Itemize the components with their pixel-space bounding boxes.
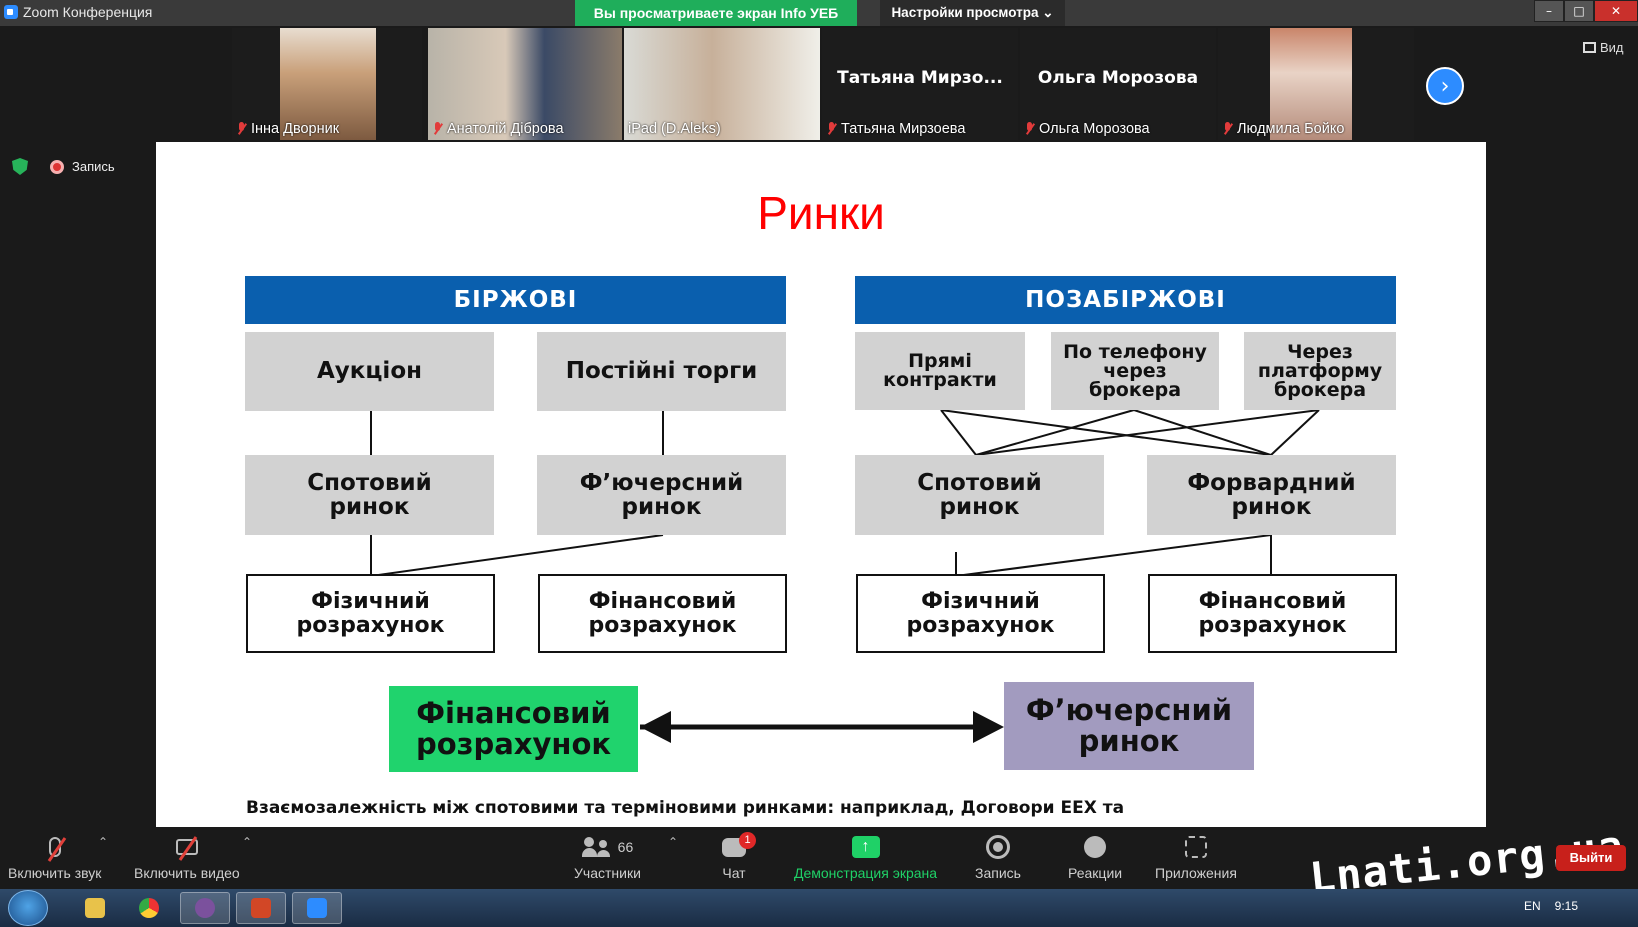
slide-caption: Взаємозалежність між спотовими та термін…	[246, 798, 1125, 818]
box-spot-market-otc: Спотовий ринок	[855, 455, 1104, 535]
participant-name: Інна Дворник	[236, 121, 339, 137]
mic-muted-icon	[826, 122, 837, 136]
link-futures-market: Ф’ючерсний ринок	[1004, 682, 1254, 770]
next-page-arrow-icon[interactable]: ›	[1426, 67, 1464, 105]
os-taskbar: EN 9:15	[0, 889, 1638, 927]
viber-icon	[195, 898, 215, 918]
box-continuous-trading: Постійні торги	[537, 332, 786, 411]
participant-video	[428, 28, 622, 140]
box-broker-platform: Через платформу брокера	[1244, 332, 1396, 410]
reaction-emoji-icon	[1084, 836, 1107, 858]
participants-count: 66	[617, 839, 634, 855]
participant-tile[interactable]: Людмила Бойко	[1218, 28, 1414, 140]
minimize-button[interactable]: –	[1534, 0, 1564, 22]
participant-name: Ольга Морозова	[1024, 121, 1150, 137]
box-physical-settlement-otc: Фізичний розрахунок	[856, 574, 1105, 653]
share-screen-button[interactable]: ↑ Демонстрация экрана	[794, 836, 938, 881]
close-button[interactable]: ✕	[1594, 0, 1638, 22]
participant-name: Людмила Бойко	[1222, 121, 1344, 137]
recording-label: Запись	[72, 159, 115, 174]
chat-icon: 1	[722, 831, 756, 857]
participant-name: iPad (D.Aleks)	[628, 121, 721, 137]
meeting-status: Запись	[12, 158, 115, 175]
video-options-chevron-icon[interactable]: ⌃	[242, 835, 253, 849]
participants-button[interactable]: 66 Участники	[574, 837, 641, 881]
meeting-toolbar: Включить звук ⌃ Включить видео ⌃ 66 Учас…	[0, 821, 1638, 903]
box-phone-broker: По телефону через брокера	[1051, 332, 1219, 410]
otc-header: ПОЗАБІРЖОВІ	[855, 276, 1396, 324]
camera-off-icon	[175, 836, 198, 861]
apps-icon	[1184, 836, 1207, 858]
participants-icon	[581, 837, 612, 857]
participant-video	[624, 28, 820, 140]
clock[interactable]: 9:15	[1554, 899, 1578, 913]
window-controls: – □ ✕	[1534, 0, 1638, 22]
exchange-header: БІРЖОВІ	[245, 276, 786, 324]
record-button[interactable]: Запись	[975, 831, 1021, 881]
participant-name: Татьяна Мирзоева	[826, 121, 965, 137]
box-spot-market: Спотовий ринок	[245, 455, 494, 535]
participant-tile[interactable]: Ольга Морозова Ольга Морозова	[1020, 28, 1216, 140]
zoom-logo-icon	[4, 5, 18, 19]
gallery-view-icon	[1583, 42, 1596, 53]
folder-icon	[85, 898, 105, 918]
reactions-button[interactable]: Реакции	[1068, 831, 1122, 881]
mic-muted-icon	[432, 122, 443, 136]
participant-video	[1270, 28, 1352, 140]
apps-button[interactable]: Приложения	[1155, 831, 1237, 881]
participant-tile-active-speaker[interactable]: iPad (D.Aleks)	[624, 28, 820, 140]
diagram-connectors	[370, 392, 1320, 743]
zoom-icon	[307, 898, 327, 918]
mic-muted-icon	[1222, 122, 1233, 136]
title-bar: Zoom Конференция Вы просматриваете экран…	[0, 0, 1638, 26]
view-button[interactable]: Вид	[1583, 40, 1624, 55]
participants-options-chevron-icon[interactable]: ⌃	[668, 835, 679, 849]
audio-options-chevron-icon[interactable]: ⌃	[98, 835, 109, 849]
app-title-text: Zoom Конференция	[23, 4, 153, 20]
taskbar-zoom[interactable]	[292, 892, 342, 924]
system-tray: EN 9:15	[1524, 899, 1578, 913]
chrome-icon	[139, 898, 159, 918]
taskbar-explorer[interactable]	[70, 892, 120, 924]
box-financial-settlement: Фінансовий розрахунок	[538, 574, 787, 653]
shared-screen-slide: Ринки БІРЖОВІ ПОЗАБІРЖОВІ Аукціон Постій…	[156, 142, 1486, 827]
unmute-button[interactable]: Включить звук	[8, 831, 101, 881]
app-title: Zoom Конференция	[4, 4, 152, 20]
taskbar-chrome[interactable]	[124, 892, 174, 924]
chat-unread-badge: 1	[739, 831, 756, 849]
participant-tile[interactable]: Татьяна Мирзо... Татьяна Мирзоева	[822, 28, 1018, 140]
share-screen-icon: ↑	[851, 836, 880, 858]
leave-meeting-button[interactable]: Выйти	[1556, 845, 1626, 871]
maximize-button[interactable]: □	[1564, 0, 1594, 22]
participant-tile[interactable]: Анатолій Діброва	[428, 28, 622, 140]
microphone-muted-icon	[47, 837, 66, 862]
mic-muted-icon	[236, 122, 247, 136]
security-shield-icon[interactable]	[12, 158, 28, 175]
box-forward-market: Форвардний ринок	[1147, 455, 1396, 535]
view-options-menu[interactable]: Настройки просмотра ⌄	[880, 0, 1065, 26]
chat-button[interactable]: 1 Чат	[722, 831, 756, 881]
participant-tile[interactable]: Інна Дворник	[232, 28, 422, 140]
participant-video	[280, 28, 376, 140]
link-financial-settlement: Фінансовий розрахунок	[389, 686, 638, 772]
mic-muted-icon	[1024, 122, 1035, 136]
participant-tile-name: Татьяна Мирзо...	[837, 68, 1003, 88]
start-video-button[interactable]: Включить видео	[134, 831, 240, 881]
participant-tile-name: Ольга Морозова	[1037, 68, 1199, 88]
participant-name: Анатолій Діброва	[432, 121, 564, 137]
box-futures-market: Ф’ючерсний ринок	[537, 455, 786, 535]
powerpoint-icon	[251, 898, 271, 918]
language-indicator[interactable]: EN	[1523, 899, 1541, 913]
record-icon	[985, 835, 1010, 859]
start-menu-icon[interactable]	[8, 890, 48, 926]
taskbar-powerpoint[interactable]	[236, 892, 286, 924]
share-banner: Вы просматриваете экран Info УЕБ	[575, 0, 857, 26]
taskbar-viber[interactable]	[180, 892, 230, 924]
box-direct-contracts: Прямі контракти	[855, 332, 1025, 410]
box-financial-settlement-otc: Фінансовий розрахунок	[1148, 574, 1397, 653]
slide-title: Ринки	[757, 187, 885, 239]
recording-icon	[50, 159, 64, 174]
box-auction: Аукціон	[245, 332, 494, 411]
box-physical-settlement: Фізичний розрахунок	[246, 574, 495, 653]
